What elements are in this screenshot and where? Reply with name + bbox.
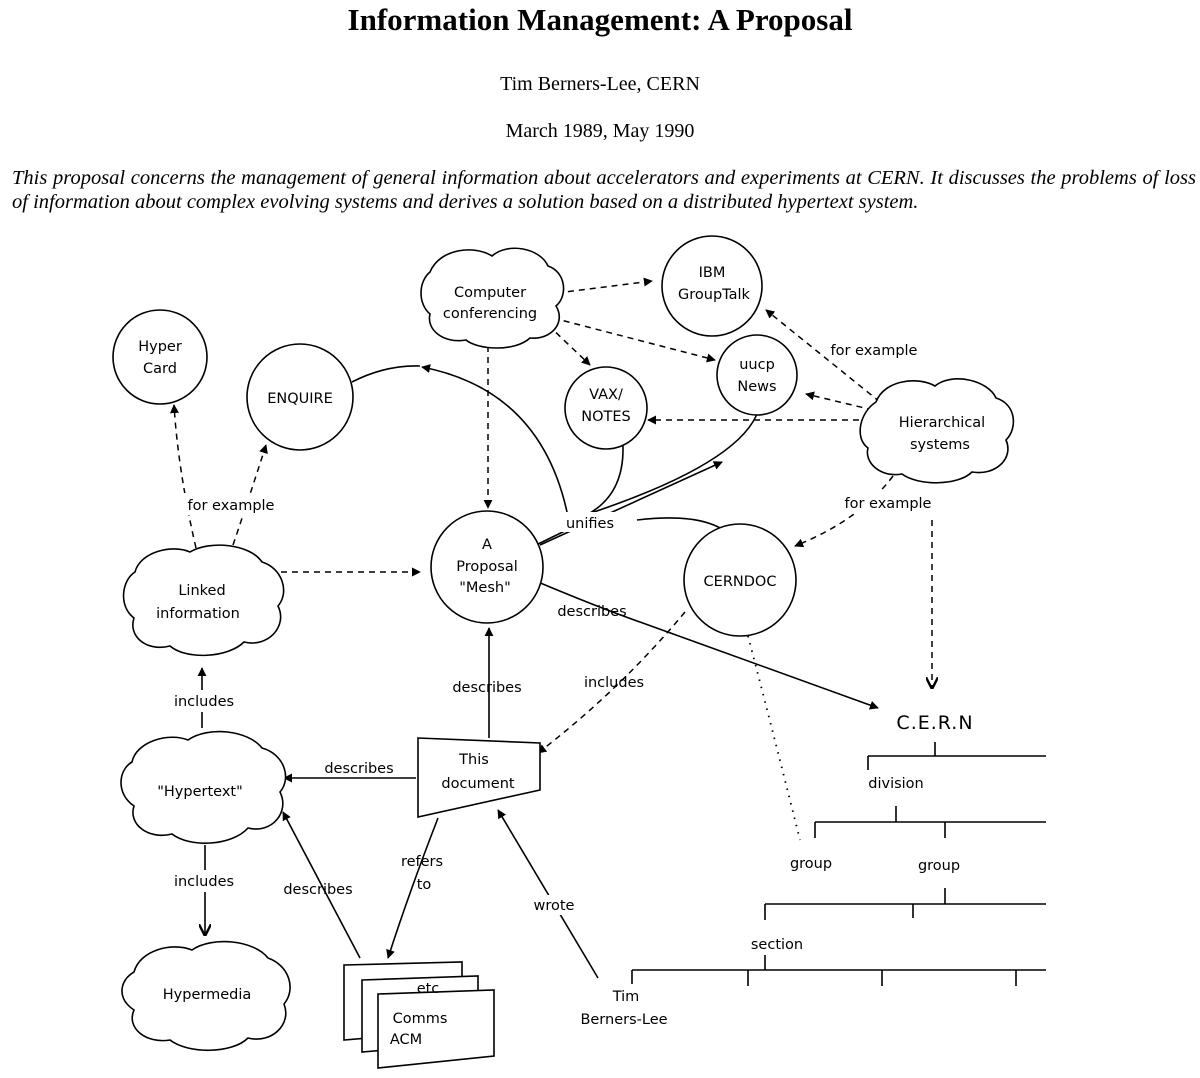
label-includes-linked: includes [174, 694, 234, 710]
label-for-example-ibm: for example [831, 343, 918, 359]
hierarchical-systems-node: Hierarchical systems [859, 378, 1015, 484]
label-refers: refers [401, 854, 443, 870]
edge-hierarchical-uucp [805, 391, 874, 411]
computer-conferencing-node: Computer conferencing [420, 247, 565, 349]
label-describes-mesh: describes [452, 680, 521, 696]
uucp-news-label-1: uucp [739, 357, 775, 373]
document-dates: March 1989, May 1990 [505, 120, 695, 142]
ibm-grouptalk-node: IBM GroupTalk [661, 235, 763, 337]
diagram-edges [170, 277, 932, 979]
enquire-node: ENQUIRE [246, 343, 354, 451]
document-abstract: This proposal concerns the management of… [12, 167, 1196, 213]
edge-mesh-cern [537, 581, 879, 710]
linked-information-node: Linked information [122, 544, 285, 657]
edge-thisdoc-docs [386, 817, 439, 959]
hypertext-node: "Hypertext" [120, 730, 287, 844]
label-describes-docs: describes [283, 882, 352, 898]
edge-unifies-uucp [539, 461, 723, 546]
edge-hierarchical-cerndoc [794, 475, 894, 548]
documents-stack-node: etc Comms ACM [343, 961, 495, 1069]
document-title: Information Management: A Proposal [347, 2, 853, 37]
edge-conferencing-ibm [556, 277, 653, 294]
edge-docs-hypertext [282, 811, 361, 959]
edge-linked-hypercard [170, 404, 197, 549]
mesh-label-2: Proposal [456, 559, 518, 575]
label-wrote: wrote [534, 898, 575, 914]
label-includes-hypermedia: includes [174, 874, 234, 890]
cerndoc-node: CERNDOC [683, 523, 797, 637]
label-refers-to: to [417, 877, 432, 893]
uucp-news-node: uucp News [716, 334, 798, 416]
this-document-label-2: document [441, 776, 514, 792]
mesh-label-3: "Mesh" [459, 580, 511, 596]
ibm-grouptalk-label-1: IBM [699, 265, 726, 281]
documents-etc-label: etc [417, 981, 440, 997]
label-unifies: unifies [566, 516, 614, 532]
mesh-label-1: A [482, 537, 492, 553]
uucp-news-label-2: News [737, 379, 776, 395]
division-label: division [868, 776, 924, 792]
cerndoc-label: CERNDOC [704, 574, 777, 590]
this-document-node: This document [417, 737, 541, 818]
edge-hierarchical-ibm [765, 309, 881, 403]
edge-uucp-mesh [587, 403, 761, 515]
hierarchical-systems-label-1: Hierarchical [899, 415, 985, 431]
label-describes-cern: describes [557, 604, 626, 620]
edge-cerndoc-thisdoc [537, 611, 686, 754]
enquire-label: ENQUIRE [267, 391, 333, 407]
tim-berners-lee-node: Tim Berners-Lee [580, 989, 667, 1028]
label-describes-hypertext: describes [324, 761, 393, 777]
linked-information-label-2: information [156, 606, 240, 622]
hierarchical-systems-label-2: systems [910, 437, 970, 453]
vax-notes-label-1: VAX/ [589, 387, 623, 403]
documents-acm-label: ACM [390, 1032, 422, 1048]
tim-label-1: Tim [612, 989, 640, 1005]
edge-linked-enquire [232, 444, 268, 546]
this-document-label-1: This [458, 752, 489, 768]
tim-label-2: Berners-Lee [580, 1012, 667, 1028]
hypercard-node: Hyper Card [112, 309, 208, 405]
group-label-1: group [790, 856, 832, 872]
group-label-2: group [918, 858, 960, 874]
edge-tim-thisdoc [497, 809, 599, 979]
label-for-example-hypercard: for example [188, 498, 275, 514]
vax-notes-label-2: NOTES [581, 409, 630, 425]
label-includes-cerndoc: includes [584, 675, 644, 691]
cern-hierarchy: C.E.R.N division group group section [631, 712, 1046, 986]
vax-notes-node: VAX/ NOTES [564, 366, 648, 450]
cern-label: C.E.R.N [896, 712, 973, 734]
documents-comms-label: Comms [393, 1011, 448, 1027]
label-for-example-cerndoc: for example [845, 496, 932, 512]
edge-labels: for example for example for example unif… [164, 343, 938, 915]
hypertext-label: "Hypertext" [157, 784, 243, 800]
section-label: section [751, 937, 803, 953]
edge-mesh-enquire [421, 364, 568, 513]
hypercard-label-1: Hyper [138, 339, 182, 355]
computer-conferencing-label-2: conferencing [443, 306, 537, 322]
linked-information-label-1: Linked [178, 583, 225, 599]
hypermedia-label: Hypermedia [163, 987, 251, 1003]
hypercard-label-2: Card [143, 361, 177, 377]
computer-conferencing-label-1: Computer [454, 285, 526, 301]
edge-conferencing-vax [547, 324, 591, 366]
edge-enquire-link [351, 365, 421, 383]
document-author: Tim Berners-Lee, CERN [500, 73, 700, 95]
edge-cerndoc-group [747, 635, 801, 841]
edge-conferencing-uucp [552, 317, 716, 363]
hypermedia-node: Hypermedia [121, 940, 291, 1052]
ibm-grouptalk-label-2: GroupTalk [678, 287, 751, 303]
mesh-node: A Proposal "Mesh" [430, 510, 544, 624]
